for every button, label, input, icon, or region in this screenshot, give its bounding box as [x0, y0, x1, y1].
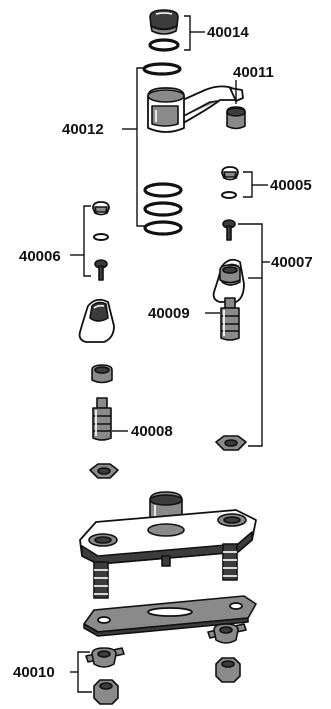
part-label-40008: 40008 — [131, 423, 173, 440]
left-lock-nut-part — [89, 463, 119, 479]
right-bonnet-nut-part — [219, 264, 241, 284]
right-mounting-nut-part — [207, 623, 247, 683]
part-label-40006: 40006 — [19, 248, 61, 265]
part-label-40009: 40009 — [148, 305, 190, 322]
left-cartridge-part — [92, 397, 112, 441]
right-cartridge-part — [220, 297, 240, 341]
left-mounting-nut-part — [85, 647, 125, 705]
part-label-40005: 40005 — [270, 177, 312, 194]
left-bonnet-nut-part — [91, 364, 113, 384]
part-label-40014: 40014 — [207, 24, 249, 41]
part-label-40012: 40012 — [62, 121, 104, 138]
left-clip-part — [92, 201, 110, 281]
base-deck-part — [79, 491, 257, 599]
right-screw-part — [222, 219, 236, 241]
left-handle-part — [78, 298, 115, 343]
spout-assembly-part — [142, 62, 246, 236]
base-gasket-part — [83, 595, 257, 637]
right-lock-nut-part — [215, 435, 247, 451]
top-cap-part — [148, 9, 180, 52]
part-label-40007: 40007 — [271, 254, 313, 271]
part-label-40011: 40011 — [233, 64, 274, 81]
part-label-40010: 40010 — [13, 664, 55, 681]
right-clip-part — [221, 166, 239, 199]
